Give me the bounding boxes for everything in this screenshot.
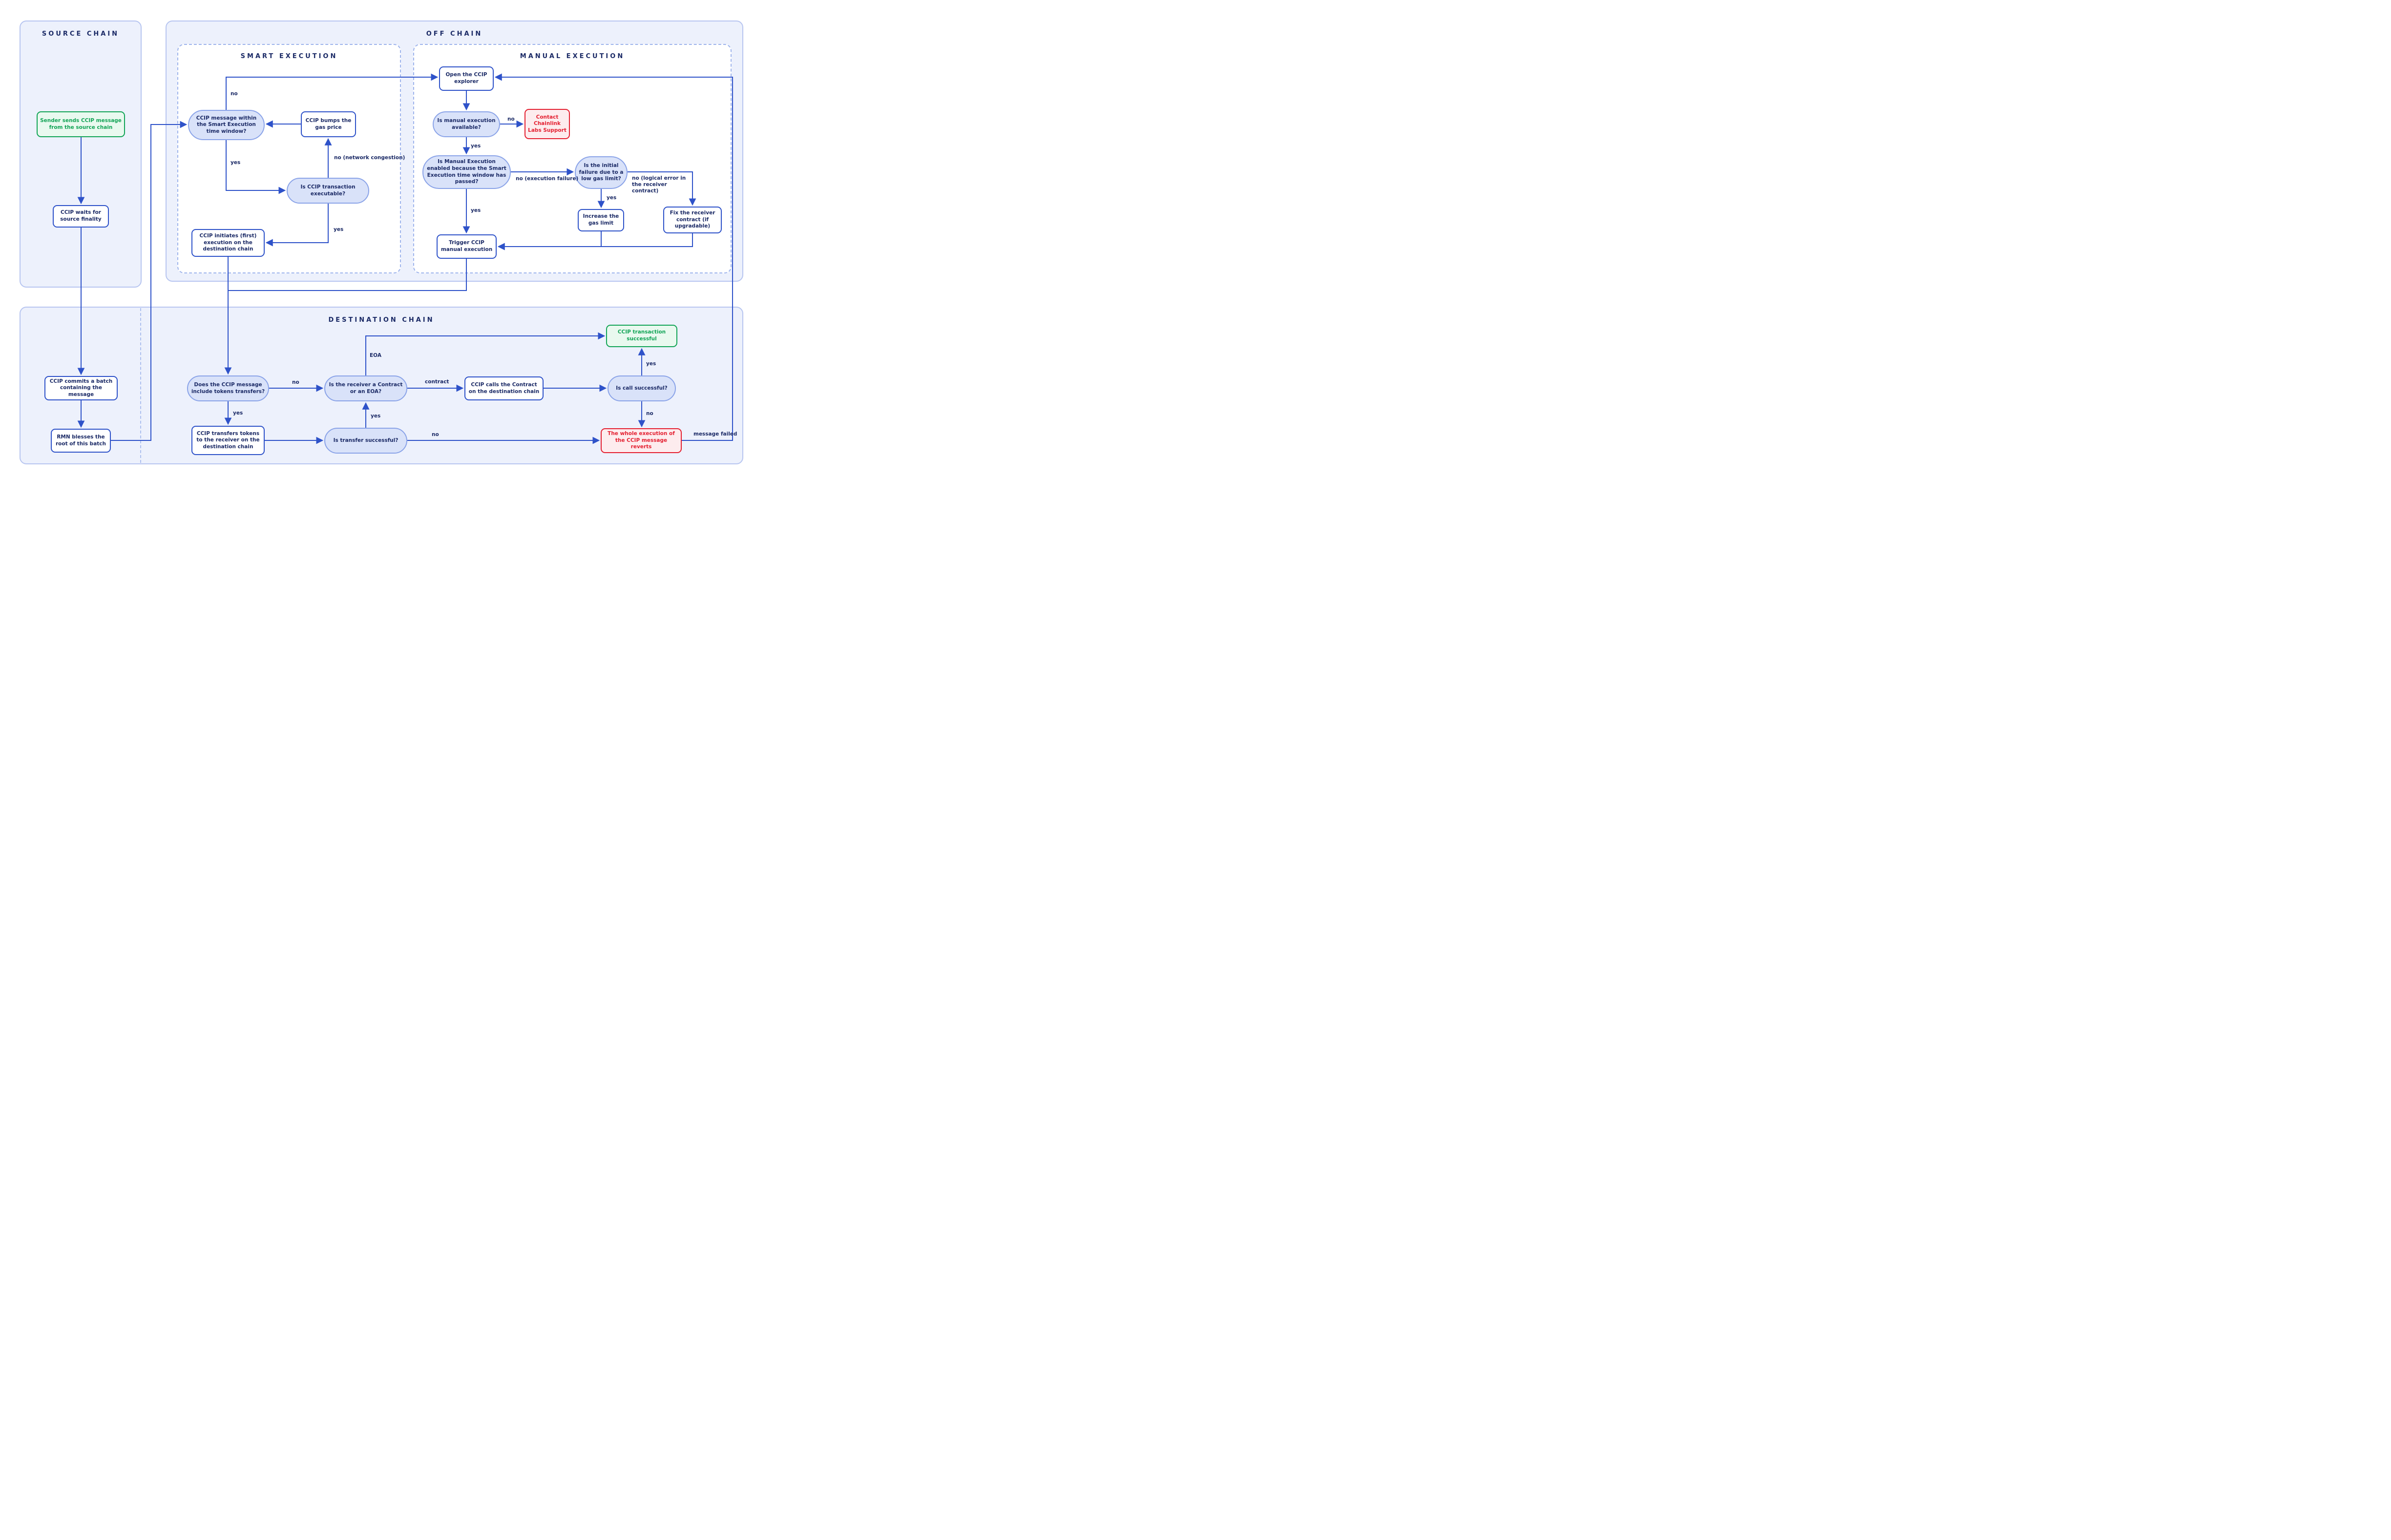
panel-title-smart-execution: SMART EXECUTION <box>240 53 338 60</box>
destination-chain-divider <box>140 308 141 463</box>
node-increase-gas: Increase the gas limit <box>578 209 624 231</box>
edge-label-message-failed: message failed <box>693 431 737 437</box>
node-rmn-blesses: RMN blesses the root of this batch <box>51 429 111 453</box>
node-calls-contract: CCIP calls the Contract on the destinati… <box>464 376 544 400</box>
node-initiates-execution: CCIP initiates (first) execution on the … <box>191 229 265 257</box>
node-initial-failure: Is the initial failure due to a low gas … <box>575 156 628 189</box>
node-sender-sends: Sender sends CCIP message from the sourc… <box>37 111 125 137</box>
panel-title-source-chain: SOURCE CHAIN <box>42 30 120 38</box>
edge-label-tokens-no: no <box>292 379 299 385</box>
edge-label-window-yes: yes <box>231 160 241 166</box>
node-transfers-tokens: CCIP transfers tokens to the receiver on… <box>191 426 265 455</box>
edge-label-executable-yes: yes <box>334 227 344 232</box>
edge-label-receiver-eoa: EOA <box>370 353 381 358</box>
edge-label-tokens-yes: yes <box>233 410 243 416</box>
edge-label-transfer-yes: yes <box>371 413 381 419</box>
ccip-flowchart: SOURCE CHAIN OFF CHAIN SMART EXECUTION M… <box>0 0 750 483</box>
edge-label-enabled-yes: yes <box>471 208 481 213</box>
edge-label-window-no: no <box>231 91 238 97</box>
panel-source-chain: SOURCE CHAIN <box>20 21 142 288</box>
node-tx-successful: CCIP transaction successful <box>606 325 677 347</box>
node-fix-receiver: Fix the receiver contract (if upgradable… <box>663 207 722 233</box>
edge-label-transfer-no: no <box>432 432 439 437</box>
node-tx-executable: Is CCIP transaction executable? <box>287 178 369 204</box>
edge-label-congestion-no: no (network congestion) <box>334 155 405 161</box>
node-manual-enabled: Is Manual Execution enabled because the … <box>422 155 511 189</box>
node-bumps-gas: CCIP bumps the gas price <box>301 111 356 137</box>
node-open-explorer: Open the CCIP explorer <box>439 66 494 91</box>
node-msg-window: CCIP message within the Smart Execution … <box>188 110 265 140</box>
node-contact-support: Contact Chainlink Labs Support <box>524 109 570 139</box>
panel-title-destination-chain: DESTINATION CHAIN <box>328 316 435 324</box>
edge-label-failure-no: no (logical error in the receiver contra… <box>632 175 686 194</box>
edge-label-available-no: no <box>507 116 515 122</box>
node-trigger-manual: Trigger CCIP manual execution <box>437 234 497 259</box>
node-waits-finality: CCIP waits for source finality <box>53 205 109 228</box>
edge-label-receiver-contract: contract <box>425 379 449 385</box>
panel-title-manual-execution: MANUAL EXECUTION <box>520 53 625 60</box>
edge-label-failure-yes: yes <box>607 195 617 201</box>
edge-label-call-no: no <box>646 411 653 416</box>
node-execution-reverts: The whole execution of the CCIP message … <box>601 428 682 453</box>
edge-label-enabled-no: no (execution failure) <box>516 176 579 182</box>
node-receiver-type: Is the receiver a Contract or an EOA? <box>324 375 407 401</box>
panel-title-off-chain: OFF CHAIN <box>426 30 483 38</box>
node-tokens-transfers: Does the CCIP message include tokens tra… <box>187 375 269 401</box>
node-transfer-successful: Is transfer successful? <box>324 428 407 454</box>
node-call-successful: Is call successful? <box>608 375 676 401</box>
node-commits-batch: CCIP commits a batch containing the mess… <box>44 376 118 400</box>
edge-label-call-yes: yes <box>646 361 656 367</box>
node-manual-available: Is manual execution available? <box>433 111 500 137</box>
edge-label-available-yes: yes <box>471 143 481 149</box>
